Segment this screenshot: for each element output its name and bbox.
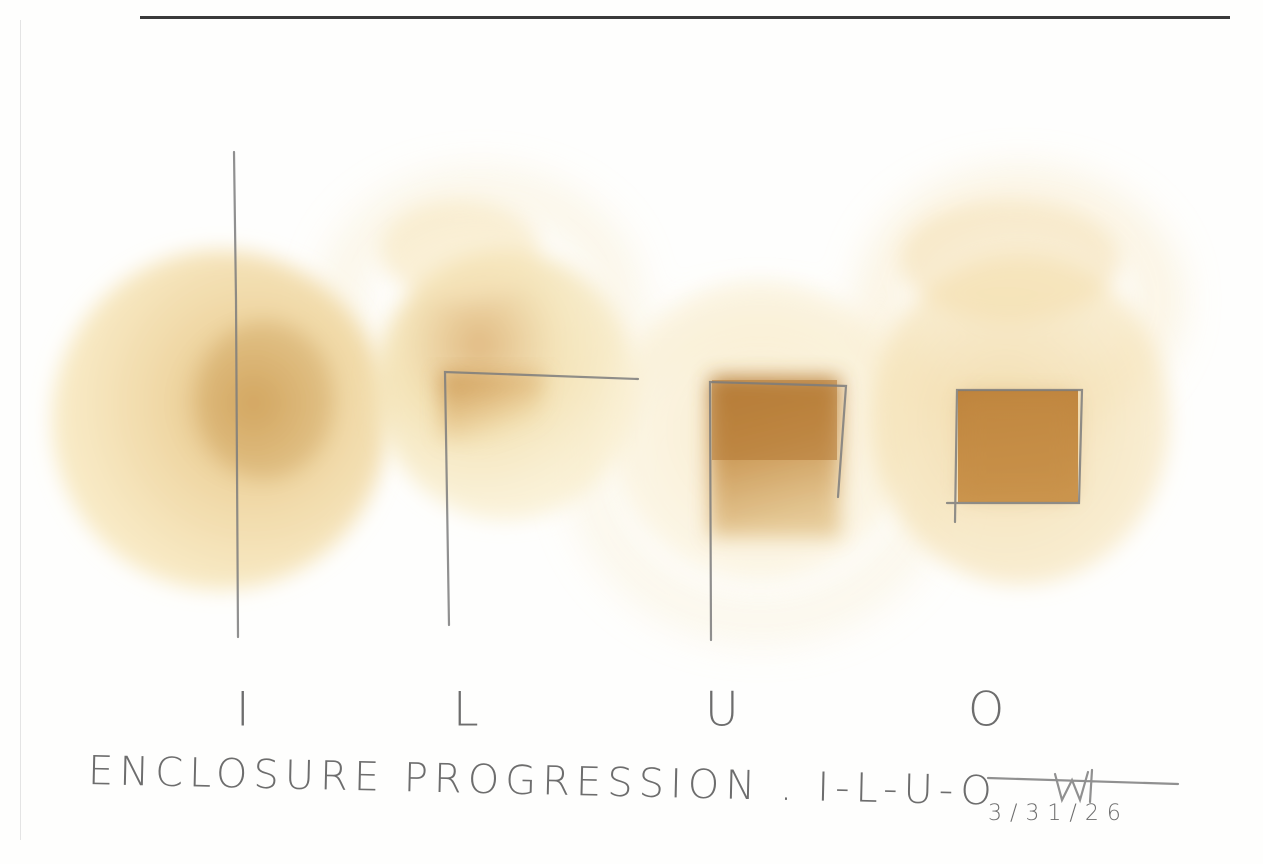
letter-o: O <box>968 681 1005 737</box>
pencil-line-l <box>443 370 640 627</box>
wash-circle-i <box>52 250 388 590</box>
pencil-line-o <box>945 388 1084 524</box>
letter-u: U <box>705 681 739 737</box>
square-o-fill <box>958 390 1078 502</box>
letter-l: L <box>453 681 479 737</box>
signature-mark <box>986 768 1180 804</box>
letter-i: I <box>236 681 250 737</box>
pencil-line-i <box>232 150 240 639</box>
pencil-lines <box>232 150 1180 804</box>
square-l-fill <box>440 372 545 445</box>
scan-top-edge <box>140 16 1230 19</box>
date-inscription: 3/31/26 <box>988 801 1129 826</box>
scan-left-edge <box>20 20 21 840</box>
pencil-line-u <box>708 380 848 642</box>
square-u-fill <box>710 377 840 537</box>
